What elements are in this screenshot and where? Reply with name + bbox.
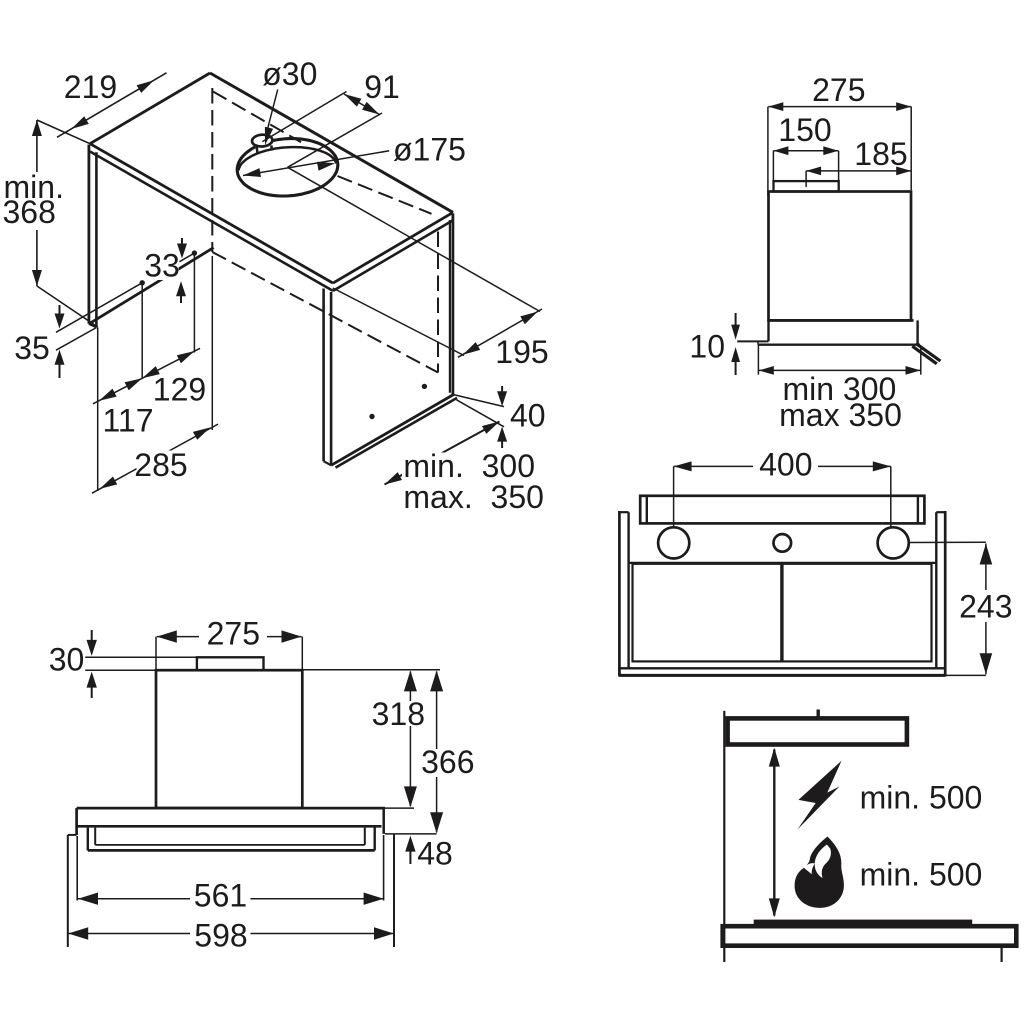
svg-text:243: 243 [959,588,1012,624]
svg-text:30: 30 [49,642,85,678]
svg-text:185: 185 [854,136,907,172]
svg-text:ø30: ø30 [262,56,317,92]
svg-text:33: 33 [144,248,180,284]
svg-text:max. 350: max. 350 [403,479,544,515]
svg-text:10: 10 [689,329,725,365]
svg-text:366: 366 [421,744,474,780]
svg-text:368: 368 [3,194,56,230]
svg-text:min. 500: min. 500 [860,857,983,893]
svg-text:561: 561 [194,878,247,914]
svg-text:219: 219 [64,69,117,105]
svg-text:48: 48 [417,836,453,872]
svg-text:117: 117 [102,403,153,439]
svg-text:129: 129 [153,372,206,408]
svg-text:min. 300: min. 300 [403,448,535,484]
svg-text:275: 275 [207,616,260,652]
svg-text:91: 91 [364,69,400,105]
svg-text:598: 598 [194,918,247,954]
svg-text:318: 318 [372,696,425,732]
svg-text:min.: min. [4,169,64,205]
svg-text:195: 195 [495,334,548,370]
svg-text:400: 400 [759,447,812,483]
svg-text:max 350: max 350 [779,397,902,433]
svg-text:ø175: ø175 [393,132,466,168]
svg-text:150: 150 [778,112,831,148]
svg-text:min. 500: min. 500 [860,780,983,816]
svg-text:40: 40 [510,398,546,434]
svg-text:min 300: min 300 [782,371,896,407]
svg-text:275: 275 [812,72,865,108]
svg-text:35: 35 [14,330,50,366]
svg-text:285: 285 [134,447,187,483]
